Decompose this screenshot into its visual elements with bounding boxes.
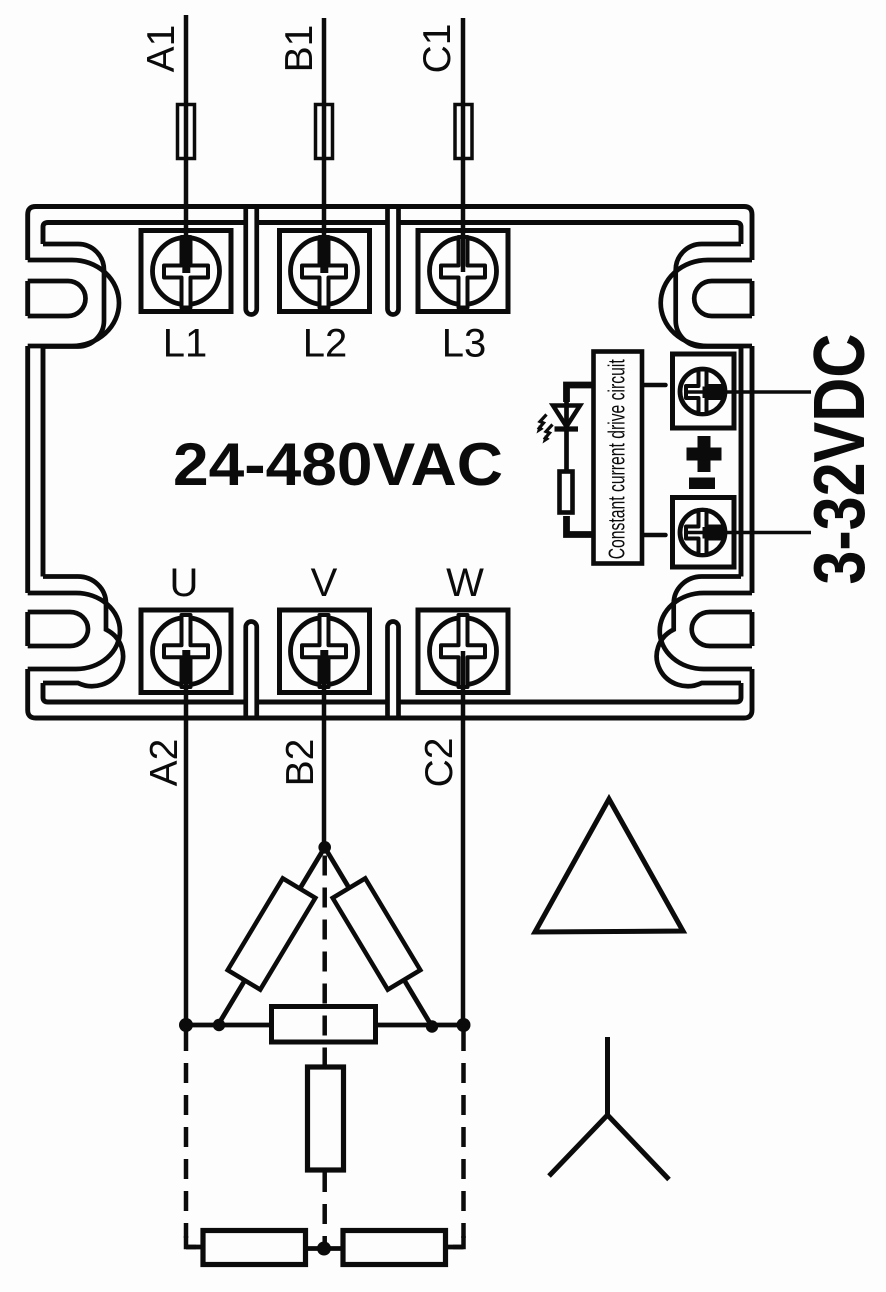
svg-text:W: W (446, 561, 484, 605)
svg-text:L1: L1 (163, 322, 208, 366)
svg-text:L3: L3 (442, 322, 487, 366)
svg-text:L2: L2 (303, 322, 348, 366)
svg-text:B2: B2 (279, 739, 322, 787)
svg-text:B1: B1 (278, 25, 321, 73)
svg-text:3-32VDC: 3-32VDC (800, 334, 880, 585)
svg-text:C1: C1 (416, 24, 459, 74)
svg-text:A2: A2 (143, 739, 186, 787)
svg-text:Constant current drive circuit: Constant current drive circuit (604, 359, 630, 559)
svg-text:C2: C2 (418, 738, 461, 788)
svg-text:A1: A1 (140, 25, 183, 73)
svg-text:V: V (311, 561, 338, 605)
svg-text:24-480VAC: 24-480VAC (173, 431, 503, 498)
svg-text:U: U (170, 561, 199, 605)
